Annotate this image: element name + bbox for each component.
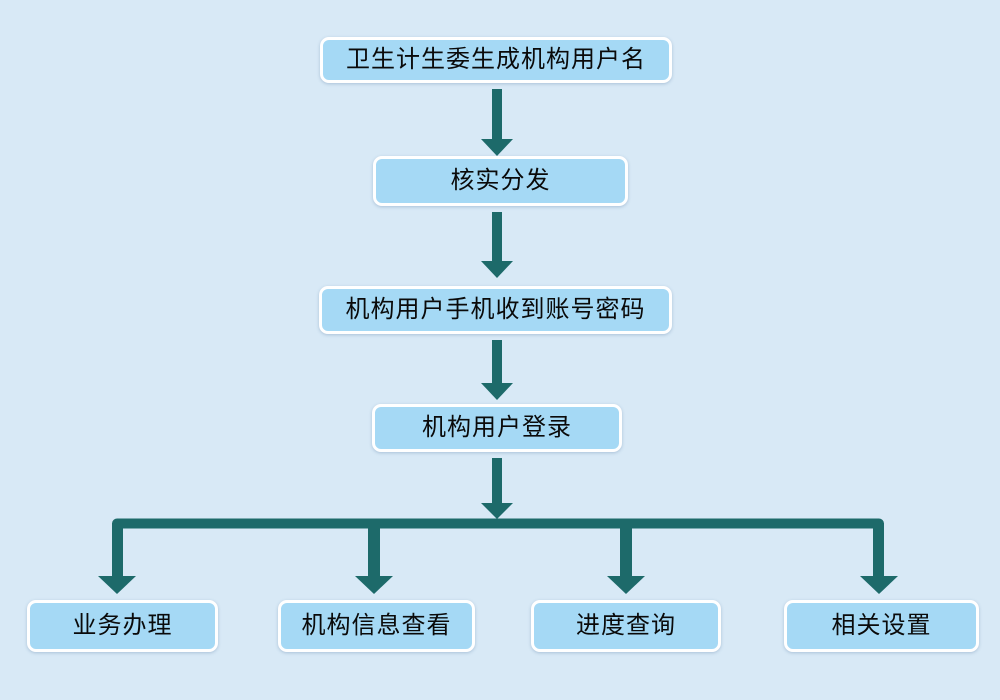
flow-node-label: 核实分发 (450, 167, 551, 194)
branch-connector (98, 518, 898, 594)
flow-node-verify-distribute: 核实分发 (373, 156, 628, 206)
flow-node-org-user-login: 机构用户登录 (372, 404, 622, 452)
arrow-generate-to-verify (481, 89, 513, 156)
flow-node-label: 机构用户登录 (422, 414, 572, 441)
flow-node-generate-username: 卫生计生委生成机构用户名 (320, 37, 672, 83)
arrow-verify-to-receive (481, 212, 513, 278)
flow-node-related-settings: 相关设置 (784, 600, 979, 652)
flow-node-label: 卫生计生委生成机构用户名 (346, 46, 646, 73)
arrow-login-to-branch (481, 458, 513, 519)
flow-node-business-handling: 业务办理 (27, 600, 218, 652)
flow-node-label: 相关设置 (831, 612, 932, 639)
flow-node-progress-query: 进度查询 (531, 600, 721, 652)
flow-node-org-info-view: 机构信息查看 (278, 600, 475, 652)
arrow-receive-to-login (481, 340, 513, 400)
flow-node-label: 进度查询 (576, 612, 676, 639)
flow-node-receive-credentials: 机构用户手机收到账号密码 (319, 286, 672, 334)
flow-node-label: 机构信息查看 (301, 612, 452, 639)
flow-node-label: 业务办理 (72, 612, 173, 639)
flow-node-label: 机构用户手机收到账号密码 (345, 296, 646, 323)
